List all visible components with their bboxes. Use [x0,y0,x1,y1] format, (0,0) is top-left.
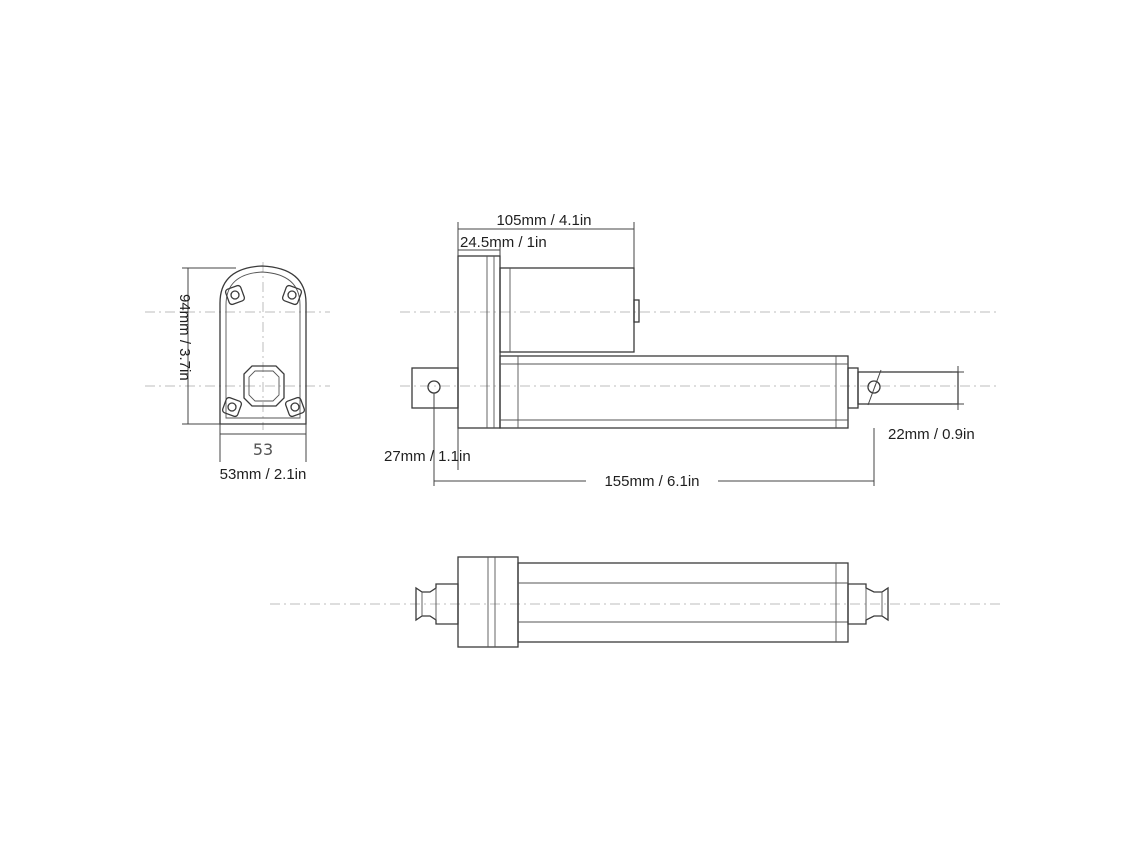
rear-pin-hole [427,380,441,394]
end-view-outline [219,265,307,425]
tube-top [517,562,849,643]
gearbox-flange [457,255,501,429]
end-view: 94mm / 3.7in 53 53mm / 2.1in [145,262,330,483]
hole-to-hole-label-bg [586,471,718,491]
front-pin-cross [867,369,882,406]
rod-end-octagon-inner [248,370,280,402]
mount-offset-label: 27mm / 1.1in [384,448,471,465]
top-view [270,556,1000,648]
motor-end-cap [633,299,640,323]
end-view-inner-outline [225,271,301,419]
hole-to-hole-label: 155mm / 6.1in [604,473,699,490]
end-view-width-label: 53mm / 2.1in [220,466,307,483]
extension-rod [857,371,959,405]
end-view-marking: 53 [253,440,273,459]
side-view: 105mm / 4.1in 24.5mm / 1in 22mm / 0.9in … [384,210,1000,491]
rod-diameter-label: 22mm / 0.9in [888,426,975,443]
rear-clevis [411,367,459,409]
mounting-hole-bottom-left [221,396,243,418]
mounting-hole-top-left [224,284,246,306]
height-label: 94mm / 3.7in [176,294,193,381]
rod-end-octagon [243,365,285,407]
mounting-hole-bottom-right [284,396,306,418]
outer-tube [499,355,849,429]
front-pin-hole [867,380,881,394]
length-label-bg [486,210,602,228]
length-label: 105mm / 4.1in [496,212,591,229]
motor-body [499,267,635,353]
front-cap [847,367,859,409]
mounting-hole-top-right [281,284,303,306]
flange-width-label: 24.5mm / 1in [460,234,547,251]
